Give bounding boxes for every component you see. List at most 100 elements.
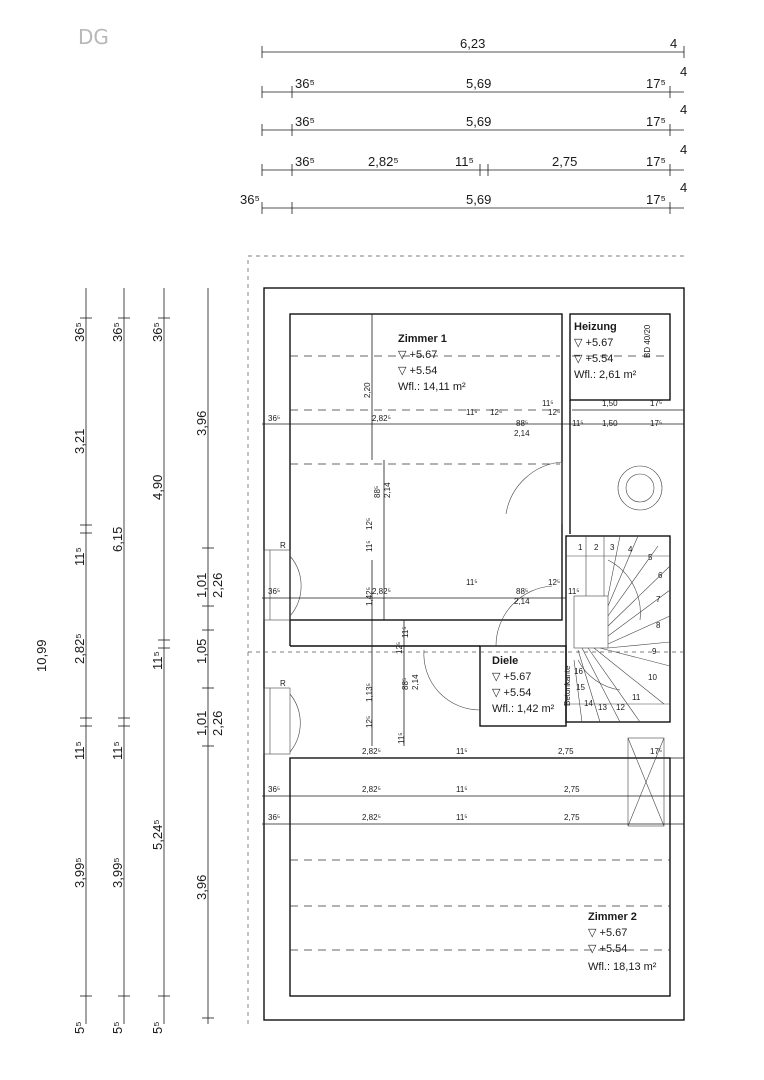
z1-v-0: 88⁵ bbox=[373, 486, 382, 498]
room-level-1: ▽ +5.67 bbox=[574, 337, 613, 349]
z1-b-1: 2,14 bbox=[514, 429, 530, 438]
z1-a-7: 17⁵ bbox=[650, 399, 662, 408]
z1-b-3: 1,50 bbox=[602, 419, 618, 428]
z1-b-0: 88⁵ bbox=[516, 419, 528, 428]
z1-b-2: 11⁵ bbox=[572, 419, 584, 428]
top-dim-r2-b: 5,69 bbox=[466, 76, 491, 91]
top-dim-r2-c: 17⁵ bbox=[646, 76, 666, 91]
z1-v-1: 2,14 bbox=[383, 482, 392, 498]
stair-step-number: 10 bbox=[648, 673, 657, 682]
top-dim-r5-b: 5,69 bbox=[466, 192, 491, 207]
top-dim-r4-b: 2,82⁵ bbox=[368, 154, 399, 169]
left-c1-f: 3,99⁵ bbox=[72, 857, 87, 888]
room-area: Wfl.: 14,11 m² bbox=[398, 381, 466, 393]
left-dimension-chains: 36⁵ 3,21 11⁵ 2,82⁵ 11⁵ 3,99⁵ 5⁵ 10,99 36… bbox=[34, 288, 225, 1034]
z1-a-3: 12⁵ bbox=[490, 408, 502, 417]
z2-a-0: 2,82⁵ bbox=[362, 747, 381, 756]
z2-c-3: 2,75 bbox=[564, 813, 580, 822]
room-name: Zimmer 2 bbox=[588, 911, 637, 923]
left-c4-a: 3,96 bbox=[194, 411, 209, 436]
top-dim-r4-e: 17⁵ bbox=[646, 154, 666, 169]
room-zimmer1: Zimmer 1 ▽ +5.67 ▽ +5.54 Wfl.: 14,11 m² bbox=[398, 333, 466, 393]
z2-b-1: 2,82⁵ bbox=[362, 785, 381, 794]
z1-v-2: 12⁵ bbox=[365, 518, 374, 530]
doors bbox=[289, 461, 563, 753]
z2-b-2: 11⁵ bbox=[456, 785, 468, 794]
stair-step-number: 1 bbox=[578, 543, 583, 552]
room-level-2: ▽ +5.54 bbox=[492, 687, 531, 699]
left-c3-c: 11⁵ bbox=[150, 651, 165, 670]
top-dim-r1-end: 4 bbox=[670, 36, 677, 51]
z2-a-1: 11⁵ bbox=[456, 747, 468, 756]
staircase bbox=[566, 535, 671, 723]
room-diele: Diele ▽ +5.67 ▽ +5.54 Wfl.: 1,42 m² Beto… bbox=[492, 655, 572, 715]
top-dim-total: 6,23 bbox=[460, 36, 485, 51]
z2-c-2: 11⁵ bbox=[456, 813, 468, 822]
top-dim-r2-a: 36⁵ bbox=[295, 76, 315, 91]
left-c3-b: 4,90 bbox=[150, 475, 165, 500]
left-c1-b: 3,21 bbox=[72, 429, 87, 454]
mid-0: 36⁵ bbox=[268, 587, 280, 596]
mid-2: 11⁵ bbox=[466, 578, 478, 587]
z1-a-1: 2,82⁵ bbox=[372, 414, 391, 423]
stair-step-number: 16 bbox=[574, 667, 583, 676]
left-total: 10,99 bbox=[34, 639, 49, 672]
z1-a-4: 11⁵ bbox=[542, 399, 554, 408]
z2-b-0: 36⁵ bbox=[268, 785, 280, 794]
left-c1-a: 36⁵ bbox=[72, 322, 87, 342]
top-dim-r4-d: 2,75 bbox=[552, 154, 577, 169]
mid-v-1: 12⁵ bbox=[395, 642, 404, 654]
left-c1-g: 5⁵ bbox=[72, 1021, 87, 1034]
mid-4: 88⁵ bbox=[516, 587, 528, 596]
left-c4-d: 1,05 bbox=[194, 639, 209, 664]
stair-step-number: 9 bbox=[652, 647, 657, 656]
z2-c-1: 2,82⁵ bbox=[362, 813, 381, 822]
left-c1-e: 11⁵ bbox=[72, 741, 87, 760]
stair-step-number: 8 bbox=[656, 621, 661, 630]
z1-height: 2,20 bbox=[363, 382, 372, 398]
room-level-1: ▽ +5.67 bbox=[588, 927, 627, 939]
left-c3-a: 36⁵ bbox=[150, 322, 165, 342]
mid-v-4: 88⁵ bbox=[401, 678, 410, 690]
room-level-2: ▽ +5.54 bbox=[574, 353, 613, 365]
z1-a-6: 1,50 bbox=[602, 399, 618, 408]
room-level-1: ▽ +5.67 bbox=[492, 671, 531, 683]
left-c1-c: 11⁵ bbox=[72, 547, 87, 566]
left-c4-b: 1,01 bbox=[194, 573, 209, 598]
room-name: Diele bbox=[492, 655, 518, 667]
top-dim-r4-f: 4 bbox=[680, 142, 687, 157]
window-mark-lower: R bbox=[280, 679, 286, 688]
z1-b-4: 17⁵ bbox=[650, 419, 662, 428]
top-dim-r5-a: 36⁵ bbox=[240, 192, 260, 207]
stair-step-number: 3 bbox=[610, 543, 615, 552]
mid-v-2: 11⁵ bbox=[401, 626, 410, 638]
left-c2-c: 11⁵ bbox=[110, 741, 125, 760]
stair-step-number: 7 bbox=[656, 595, 661, 604]
roof-slope-lines bbox=[248, 355, 686, 951]
left-c2-e: 5⁵ bbox=[110, 1021, 125, 1034]
room-name: Heizung bbox=[574, 321, 617, 333]
stair-step-number: 15 bbox=[576, 683, 585, 692]
stair-step-number: 2 bbox=[594, 543, 599, 552]
top-dim-r4-a: 36⁵ bbox=[295, 154, 315, 169]
building-walls bbox=[247, 255, 686, 1024]
top-dim-r3-b: 5,69 bbox=[466, 114, 491, 129]
stair-step-number: 5 bbox=[648, 553, 653, 562]
left-c4-c: 2,26 bbox=[210, 573, 225, 598]
left-c3-d: 5,24⁵ bbox=[150, 819, 165, 850]
window-mark-upper: R bbox=[280, 541, 286, 550]
room-heizung: Heizung ▽ +5.67 ▽ +5.54 Wfl.: 2,61 m² BD… bbox=[574, 321, 652, 381]
top-dim-r5-c: 17⁵ bbox=[646, 192, 666, 207]
mid-v-3: 1,13⁵ bbox=[365, 683, 374, 702]
mid-1: 2,82⁵ bbox=[372, 587, 391, 596]
left-c2-b: 6,15 bbox=[110, 527, 125, 552]
room-note: BD 40/20 bbox=[643, 324, 652, 358]
left-c1-d: 2,82⁵ bbox=[72, 633, 87, 664]
top-dimension-chains: 6,23 4 36⁵ 5,69 17⁵ 4 36⁵ 5,69 17⁵ 4 36⁵… bbox=[240, 36, 687, 214]
room-level-2: ▽ +5.54 bbox=[588, 943, 627, 955]
room-note: Betonkante bbox=[563, 665, 572, 706]
mid-v-5: 2,14 bbox=[411, 674, 420, 690]
room-area: Wfl.: 18,13 m² bbox=[588, 961, 657, 973]
inner-dimensions: 2,20 36⁵ 2,82⁵ 11⁵ 12⁵ 11⁵ 12⁵ 1,50 17⁵ … bbox=[262, 314, 684, 825]
